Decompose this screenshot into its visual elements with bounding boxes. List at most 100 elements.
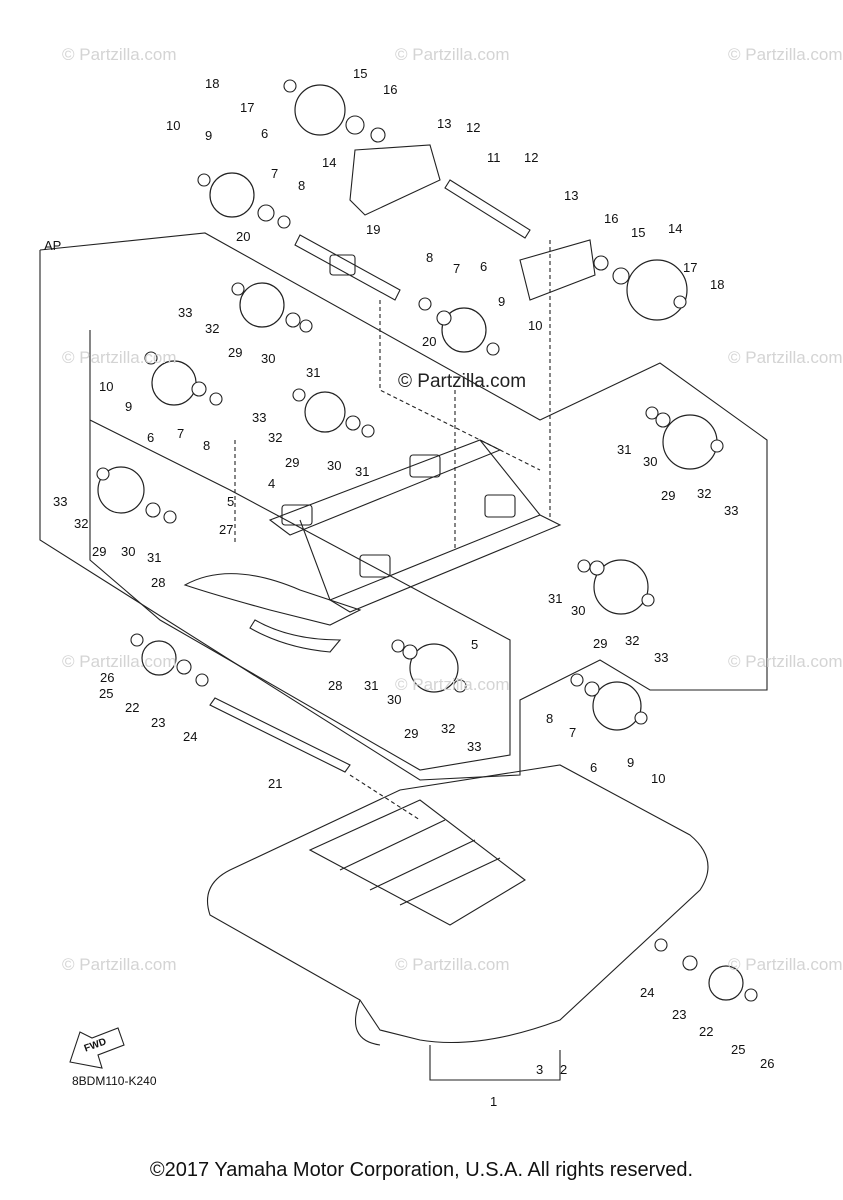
idler-wheel-29b <box>304 391 346 433</box>
idler-wheel-29c <box>97 466 145 514</box>
inner-boundary <box>89 330 511 771</box>
callout: 33 <box>467 739 482 754</box>
callout: 31 <box>548 591 563 606</box>
callout: 8 <box>203 438 211 453</box>
idler-wheel-29d <box>662 414 718 470</box>
callout: 7 <box>453 261 461 276</box>
washers <box>96 79 758 1002</box>
callout: 28 <box>328 678 343 693</box>
slide-rail-left <box>183 573 362 653</box>
idler-wheel-6b <box>441 307 487 353</box>
callout: 23 <box>151 715 166 730</box>
frame-assembly <box>268 439 562 613</box>
callout: 9 <box>205 128 213 143</box>
callout: 30 <box>643 454 658 469</box>
callout: 25 <box>99 686 114 701</box>
wheels <box>97 84 744 1001</box>
callout: 5 <box>471 637 479 652</box>
callout: 29 <box>228 345 243 360</box>
callout: 32 <box>625 633 640 648</box>
callout: 10 <box>166 118 181 133</box>
callout: 32 <box>205 321 220 336</box>
section-label: AP <box>44 238 62 253</box>
track-belt <box>206 764 709 1081</box>
callout: 32 <box>697 486 712 501</box>
callout: 12 <box>466 120 481 135</box>
callout: 30 <box>571 603 586 618</box>
idler-wheel-6d <box>592 681 642 731</box>
wheel-22b <box>708 965 744 1001</box>
callout: 8 <box>298 178 306 193</box>
callout: 14 <box>322 155 337 170</box>
callout: 11 <box>487 150 501 165</box>
watermark: © Partzilla.com <box>728 45 843 64</box>
callout: 7 <box>569 725 577 740</box>
callout: 31 <box>617 442 632 457</box>
callout: 6 <box>590 760 598 775</box>
callout: 13 <box>437 116 452 131</box>
callout: 4 <box>268 476 276 491</box>
watermark-center: © Partzilla.com <box>398 371 527 392</box>
callout: 19 <box>366 222 381 237</box>
callout: 17 <box>683 260 698 275</box>
watermark: © Partzilla.com <box>728 652 843 671</box>
callout: 31 <box>364 678 379 693</box>
idler-wheel-29a <box>239 282 285 328</box>
callout: 22 <box>125 700 140 715</box>
callout: 6 <box>147 430 155 445</box>
callout: 1 <box>490 1094 498 1109</box>
callout: 10 <box>651 771 666 786</box>
fwd-arrow-icon <box>69 1027 125 1069</box>
copyright-notice: ©2017 Yamaha Motor Corporation, U.S.A. A… <box>149 1159 694 1181</box>
idler-wheel-14 <box>294 84 346 136</box>
callout: 32 <box>268 430 283 445</box>
callout: 24 <box>640 985 655 1000</box>
callout: 32 <box>74 516 89 531</box>
track-lugs <box>308 799 526 926</box>
callout: 30 <box>327 458 342 473</box>
callout: 14 <box>668 221 683 236</box>
callout: 24 <box>183 729 198 744</box>
callout: 12 <box>524 150 539 165</box>
callout: 20 <box>422 334 437 349</box>
callout: 6 <box>480 259 488 274</box>
callout: 7 <box>271 166 279 181</box>
callout: 29 <box>593 636 608 651</box>
callout: 22 <box>699 1024 714 1039</box>
wheel-22a <box>141 640 177 676</box>
watermark: © Partzilla.com <box>62 955 177 974</box>
callout: 15 <box>631 225 646 240</box>
diagram-id: 8BDM110-K240 <box>72 1074 157 1088</box>
callout: 31 <box>355 464 370 479</box>
callout: 33 <box>178 305 193 320</box>
callout: 9 <box>125 399 133 414</box>
callout: 9 <box>627 755 635 770</box>
callout: 17 <box>240 100 255 115</box>
callout: 21 <box>268 776 283 791</box>
callout: 10 <box>99 379 114 394</box>
callout: 5 <box>227 494 235 509</box>
idler-wheel-29e <box>593 559 649 615</box>
upper-arm <box>294 144 596 301</box>
callout: 29 <box>661 488 676 503</box>
callout: 27 <box>219 522 234 537</box>
callout: 2 <box>560 1062 568 1077</box>
callout: 8 <box>546 711 554 726</box>
callout: 18 <box>710 277 725 292</box>
callout: 8 <box>426 250 434 265</box>
watermark: © Partzilla.com <box>62 652 177 671</box>
callout: 10 <box>528 318 543 333</box>
callout: 28 <box>151 575 166 590</box>
axle-21 <box>209 697 351 773</box>
idler-wheel-6 <box>209 172 255 218</box>
callout: 33 <box>654 650 669 665</box>
watermark: © Partzilla.com <box>395 675 510 694</box>
callout: 32 <box>441 721 456 736</box>
watermark: © Partzilla.com <box>728 348 843 367</box>
ap-boundary <box>39 232 768 781</box>
watermark: © Partzilla.com <box>395 45 510 64</box>
callout: 30 <box>121 544 136 559</box>
callout: 9 <box>498 294 506 309</box>
callout: 15 <box>353 66 368 81</box>
idler-wheel-29f <box>409 643 459 693</box>
